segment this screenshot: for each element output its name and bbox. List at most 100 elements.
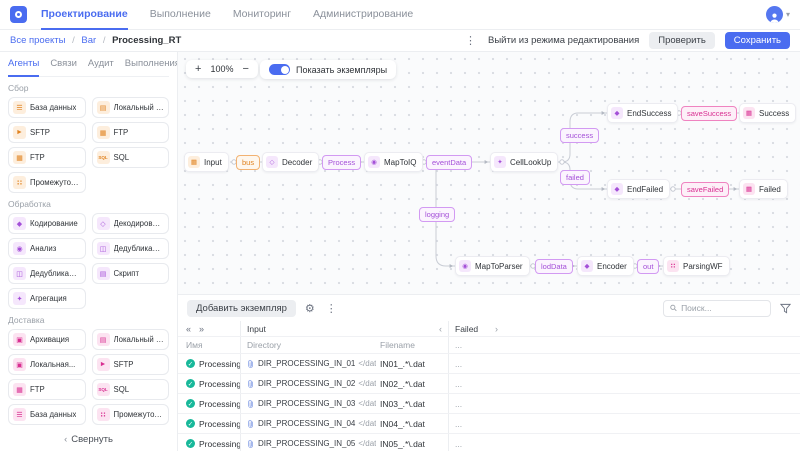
agent-card[interactable]: ◇Декодирование (91, 213, 169, 234)
edge-label-success[interactable]: success (560, 128, 600, 143)
agent-card[interactable]: ▣Локальная... (8, 354, 86, 375)
nav-item-мониторинг[interactable]: Мониторинг (232, 7, 292, 20)
more-actions-icon[interactable]: ⋮ (465, 35, 477, 47)
edge-label-eventData[interactable]: eventData (426, 155, 473, 170)
user-avatar[interactable] (765, 6, 783, 23)
sidebar-tabs: Агенты Связи Аудит Выполнения (8, 52, 177, 77)
agent-card[interactable]: ►SFTP (91, 354, 169, 375)
analyze-icon: ◉ (13, 242, 26, 255)
workflow-node-Decoder[interactable]: ◇Decoder (262, 152, 320, 172)
sidebar-tab-связи[interactable]: Связи (50, 58, 77, 69)
filter-icon[interactable] (780, 303, 791, 314)
table-row[interactable]: ✓Processing_02DIR_PROCESSING_IN_02</data… (178, 374, 800, 394)
zoom-in-button[interactable]: + (195, 63, 202, 75)
table-row[interactable]: ✓Processing_01DIR_PROCESSING_IN_01</data… (178, 354, 800, 374)
avatar-caret-icon[interactable]: ▾ (785, 10, 790, 19)
zoom-out-button[interactable]: − (242, 63, 249, 75)
workflow-node-EndFailed[interactable]: ◆EndFailed (607, 179, 671, 199)
status-ok-icon: ✓ (186, 399, 195, 408)
edge-label-out[interactable]: out (637, 259, 660, 274)
panel-more-icon[interactable]: ⋮ (325, 302, 337, 315)
breadcrumb-current: Processing_RT (112, 35, 182, 46)
nav-item-выполнение[interactable]: Выполнение (149, 7, 211, 20)
agent-card[interactable]: ◫Дедубликация... (91, 238, 169, 259)
edge-label-saveFailed[interactable]: saveFailed (681, 182, 730, 197)
hub-icon: ∷ (13, 176, 26, 189)
workflow-node-Input[interactable]: ▦Input (184, 152, 229, 172)
breadcrumb-all-projects[interactable]: Все проекты (10, 35, 66, 46)
edge-label-failed[interactable]: failed (560, 170, 590, 185)
agent-card[interactable]: ◉Анализ (8, 238, 86, 259)
save-button[interactable]: Сохранить (724, 32, 790, 49)
agent-card[interactable]: ▣Архивация (8, 329, 86, 350)
group-input-prev-icon[interactable]: ‹ (439, 323, 442, 334)
exit-edit-mode-button[interactable]: Выйти из режима редактирования (488, 35, 640, 46)
agent-card[interactable]: ▤Скрипт (91, 263, 169, 284)
filename-value: IN04_.*\.dat (380, 418, 425, 429)
agent-card[interactable]: ☰База данных (8, 404, 86, 425)
agent-card-label: SQL (113, 385, 130, 394)
search-input[interactable] (681, 303, 764, 313)
edge-label-bus[interactable]: bus (236, 155, 261, 170)
workflow-node-Encoder[interactable]: ◆Encoder (577, 256, 634, 276)
edge-label-Process[interactable]: Process (322, 155, 362, 170)
agent-card[interactable]: ▦FTP (8, 147, 86, 168)
dedup-icon: ◫ (96, 242, 110, 255)
sidebar-tab-выполнения[interactable]: Выполнения (124, 58, 178, 69)
agent-card-label: FTP (113, 128, 129, 137)
edge-label-saveSuccess[interactable]: saveSuccess (681, 106, 738, 121)
table-row[interactable]: ✓Processing_03DIR_PROCESSING_IN_03</data… (178, 394, 800, 414)
section-title: Доставка (8, 315, 45, 325)
edge-label-logging[interactable]: logging (419, 207, 456, 222)
status-ok-icon: ✓ (186, 419, 195, 428)
agent-card[interactable]: ▤Локальный файл (91, 329, 169, 350)
agent-card[interactable]: ▦FTP (91, 122, 169, 143)
nav-item-администрирование[interactable]: Администрирование (313, 7, 414, 20)
workflow-node-MapToParser[interactable]: ◉MapToParser (455, 256, 530, 276)
workflow-node-EndSuccess[interactable]: ◆EndSuccess (607, 103, 679, 123)
breadcrumb-project[interactable]: Bar (81, 35, 97, 46)
check-button[interactable]: Проверить (649, 32, 715, 49)
agent-card[interactable]: ▤Локальный файл (91, 97, 169, 118)
agent-card[interactable]: ►SFTP (8, 122, 86, 143)
edge-label-lodData[interactable]: lodData (535, 259, 573, 274)
failed-cell: ... (455, 418, 463, 429)
table-row[interactable]: ✓Processing_05DIR_PROCESSING_IN_05</data… (178, 434, 800, 451)
agent-card[interactable]: ☰База данных (8, 97, 86, 118)
collapse-sidebar-button[interactable]: ‹Свернуть (64, 434, 113, 445)
agent-card[interactable]: ◫Дедубликация IDR (8, 263, 86, 284)
paperclip-icon (247, 359, 255, 369)
directory-value: DIR_PROCESSING_IN_03 (258, 399, 356, 408)
agent-card-label: Агрегация (30, 294, 67, 303)
filename-value: IN05_.*\.dat (380, 438, 425, 449)
agent-card[interactable]: ▦FTP (8, 379, 86, 400)
sidebar-tab-агенты[interactable]: Агенты (8, 52, 40, 77)
workflow-node-ParsingWF[interactable]: ∷ParsingWF (663, 256, 730, 276)
directory-value: DIR_PROCESSING_IN_04 (258, 419, 356, 428)
agent-card[interactable]: ✦Агрегация (8, 288, 86, 309)
directory-hint: </data/in/03> (358, 399, 376, 408)
directory-hint: </data/in/04> (358, 419, 376, 428)
workflow-node-CellLookUp[interactable]: ✦CellLookUp (490, 152, 559, 172)
col-header-filename: Filename (380, 340, 415, 350)
workflow-node-Success[interactable]: ▦Success (739, 103, 797, 123)
settings-gear-icon[interactable]: ⚙ (304, 302, 315, 315)
app-logo-icon (10, 6, 27, 23)
sftp-icon: ► (13, 126, 26, 139)
scroll-first-icon[interactable]: « (186, 323, 192, 334)
show-instances-toggle[interactable] (269, 64, 290, 75)
table-row[interactable]: ✓Processing_04DIR_PROCESSING_IN_04</data… (178, 414, 800, 434)
workflow-node-MapToIQ[interactable]: ◉MapToIQ (364, 152, 424, 172)
agent-card[interactable]: ◆Кодирование (8, 213, 86, 234)
scroll-last-icon[interactable]: » (199, 323, 205, 334)
group-failed-next-icon[interactable]: › (495, 323, 498, 334)
nav-item-проектирование[interactable]: Проектирование (41, 0, 128, 30)
workflow-canvas[interactable]: + 100% − Показать экземпляры ▦Input◇Deco… (178, 52, 800, 295)
agent-card[interactable]: ∷Промежуточный... (8, 172, 86, 193)
agent-card[interactable]: ∷Промежуточный... (91, 404, 169, 425)
sidebar-tab-аудит[interactable]: Аудит (87, 58, 114, 69)
add-instance-button[interactable]: Добавить экземпляр (187, 299, 296, 317)
workflow-node-Failed[interactable]: ▦Failed (739, 179, 788, 199)
